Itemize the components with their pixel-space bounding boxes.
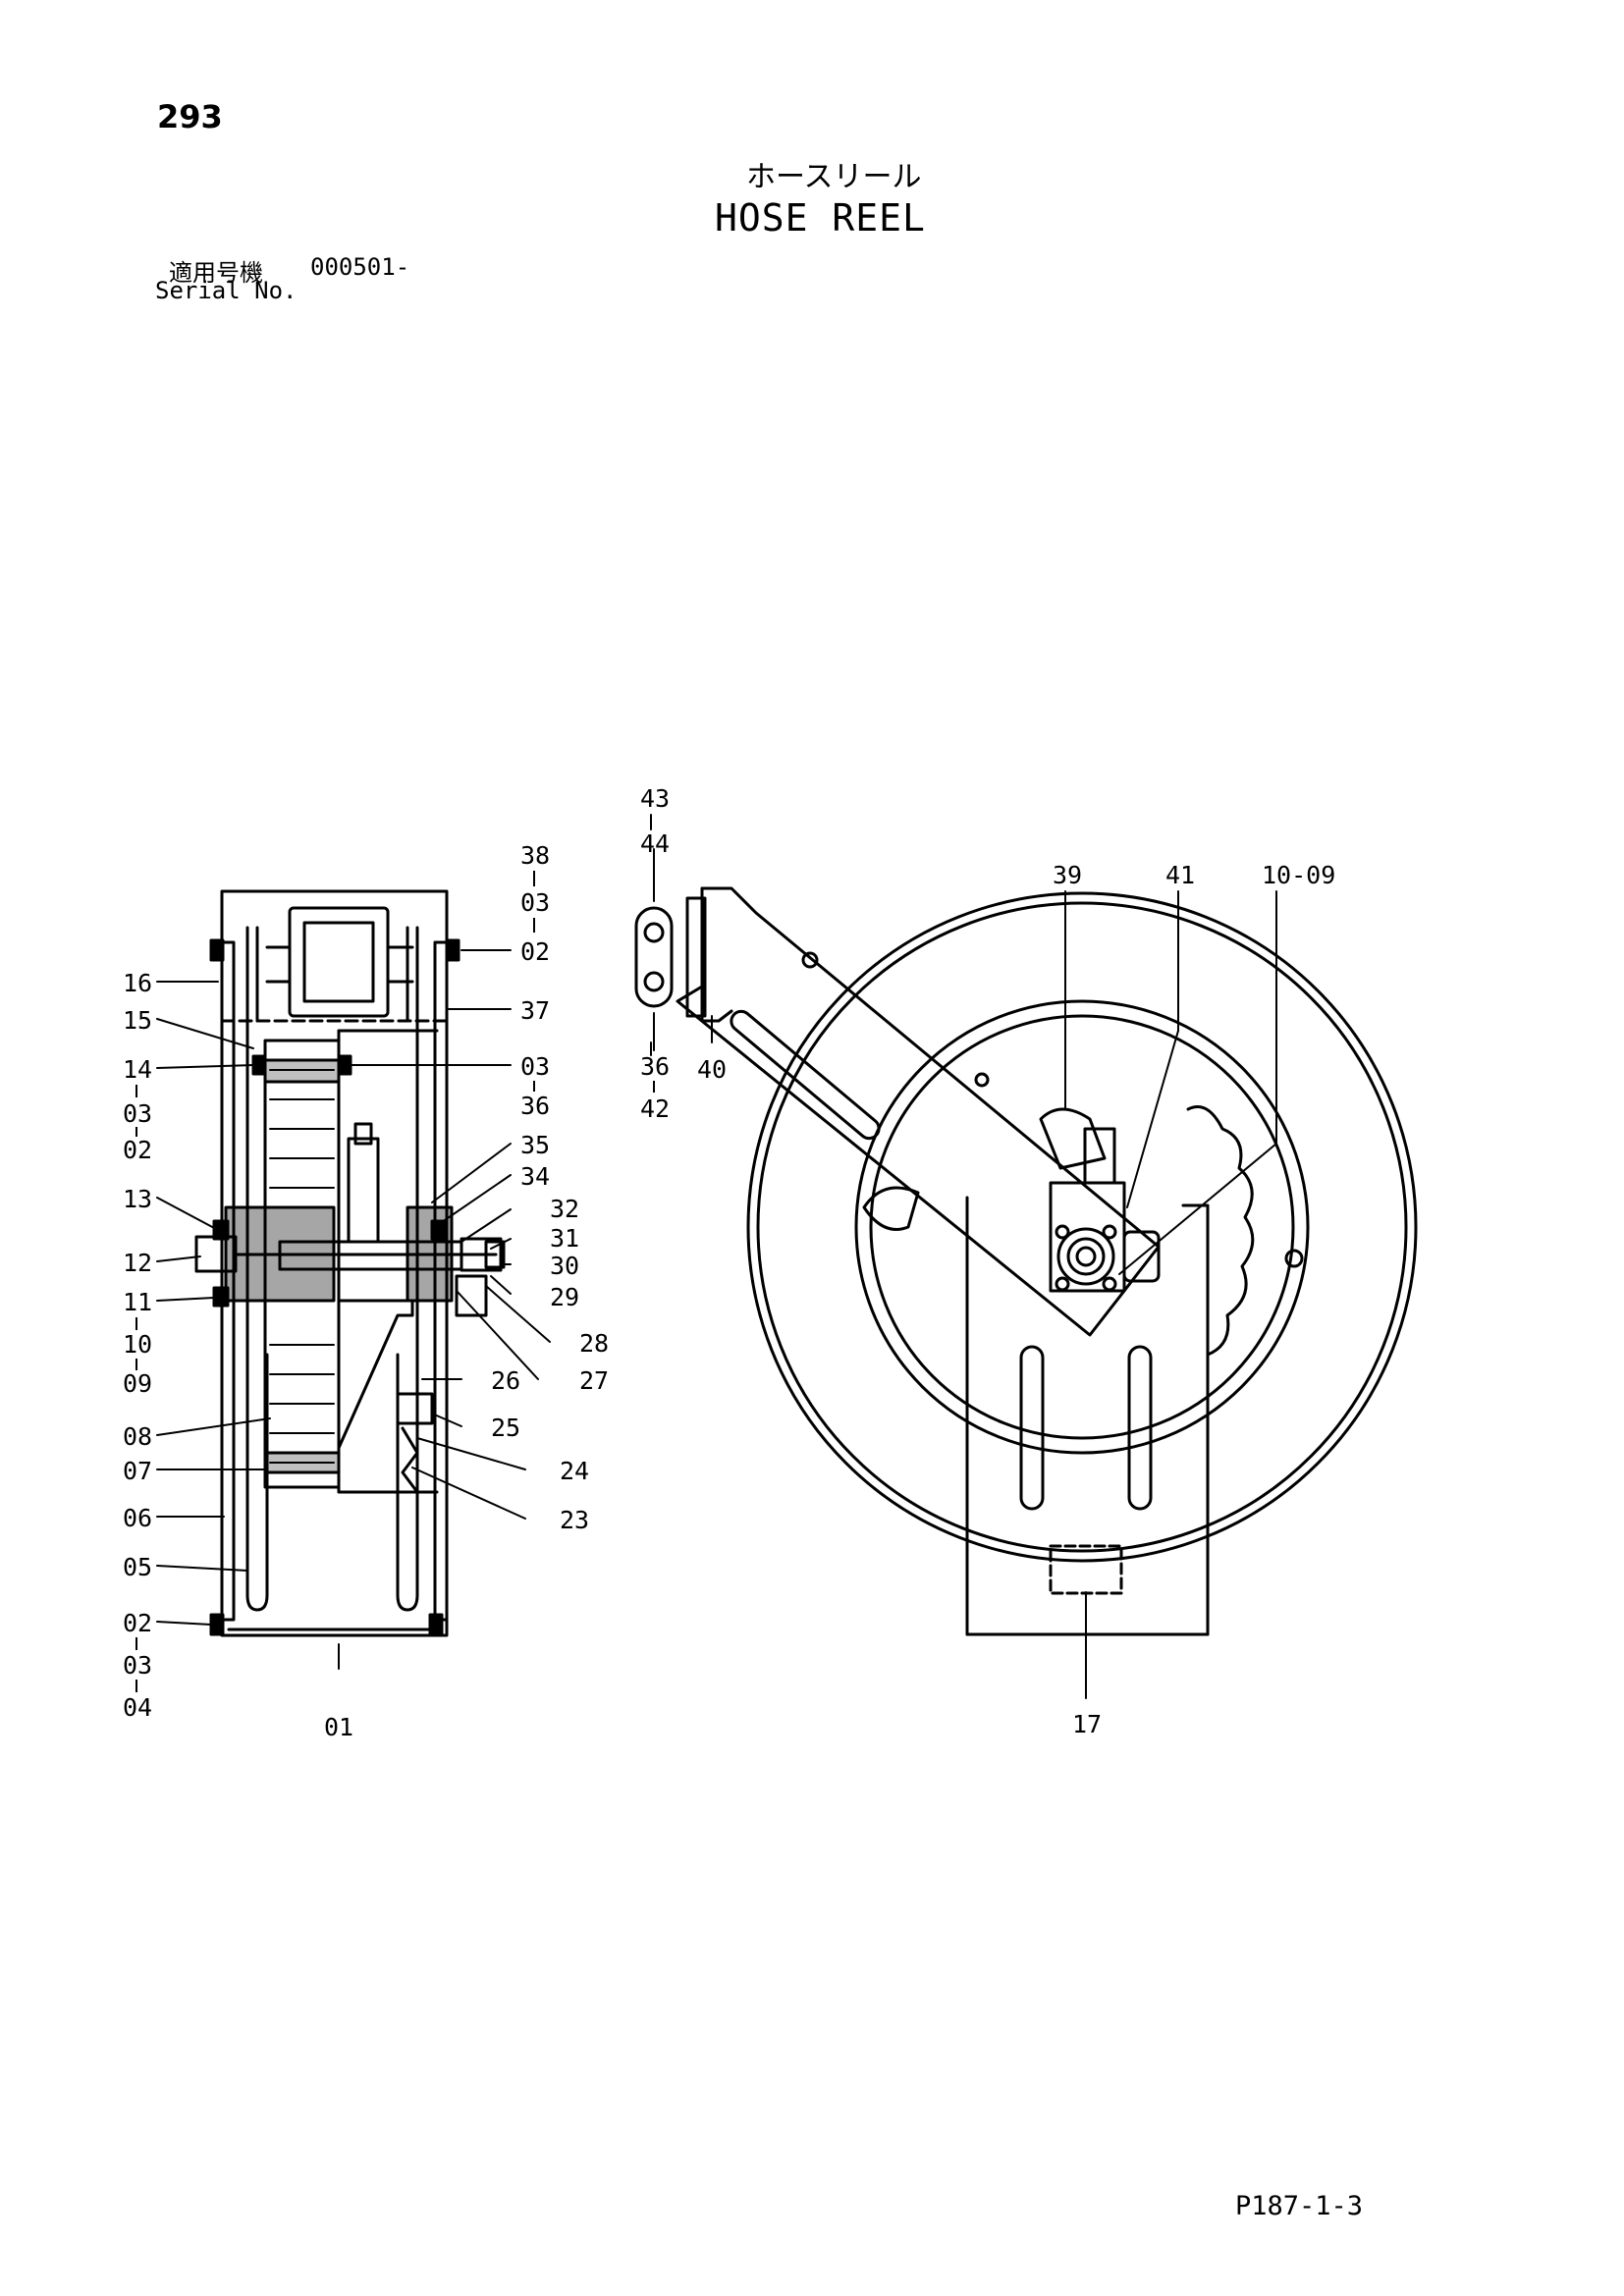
label-09: 09 bbox=[123, 1369, 152, 1398]
label-04: 04 bbox=[123, 1693, 152, 1722]
label-02-c: 02 bbox=[520, 937, 550, 966]
label-10-09: 10-09 bbox=[1262, 861, 1335, 889]
label-03-c: 03 bbox=[520, 888, 550, 917]
serial-label-english: Serial No. bbox=[155, 277, 298, 304]
label-41: 41 bbox=[1165, 861, 1195, 889]
label-05: 05 bbox=[123, 1553, 152, 1581]
label-08: 08 bbox=[123, 1422, 152, 1451]
label-39: 39 bbox=[1053, 861, 1082, 889]
front-leader-lines bbox=[711, 890, 1277, 1699]
label-03-a: 03 bbox=[123, 1099, 152, 1128]
section-view bbox=[194, 889, 506, 1637]
drawing-code: P187-1-3 bbox=[1235, 2191, 1364, 2221]
label-40: 40 bbox=[697, 1055, 727, 1084]
page-number: 293 bbox=[157, 98, 223, 135]
clamp-plate bbox=[634, 814, 674, 1056]
label-36-a: 36 bbox=[520, 1092, 550, 1120]
label-42: 42 bbox=[640, 1095, 670, 1123]
title-japanese: ホースリール bbox=[746, 160, 922, 194]
stack-ticks bbox=[135, 871, 655, 1692]
label-11: 11 bbox=[123, 1288, 152, 1316]
label-16: 16 bbox=[123, 969, 152, 997]
label-17: 17 bbox=[1072, 1710, 1102, 1738]
label-02-a: 02 bbox=[123, 1136, 152, 1164]
label-28: 28 bbox=[579, 1329, 609, 1358]
title-english: HOSE REEL bbox=[715, 196, 926, 240]
label-24: 24 bbox=[560, 1457, 589, 1485]
label-31: 31 bbox=[550, 1224, 579, 1253]
label-03-d: 03 bbox=[520, 1052, 550, 1081]
label-06: 06 bbox=[123, 1504, 152, 1532]
label-44: 44 bbox=[640, 829, 670, 858]
label-25: 25 bbox=[491, 1414, 520, 1442]
label-43: 43 bbox=[640, 784, 670, 813]
label-36-b: 36 bbox=[640, 1052, 670, 1081]
label-15: 15 bbox=[123, 1006, 152, 1035]
label-34: 34 bbox=[520, 1162, 550, 1191]
serial-label-japanese: 適用号機 bbox=[169, 259, 263, 287]
label-35: 35 bbox=[520, 1131, 550, 1159]
label-32: 32 bbox=[550, 1195, 579, 1223]
label-03-b: 03 bbox=[123, 1651, 152, 1680]
label-23: 23 bbox=[560, 1506, 589, 1534]
front-view bbox=[676, 886, 1418, 1636]
label-07: 07 bbox=[123, 1457, 152, 1485]
label-37: 37 bbox=[520, 996, 550, 1025]
label-26: 26 bbox=[491, 1366, 520, 1395]
label-12: 12 bbox=[123, 1249, 152, 1277]
label-29: 29 bbox=[550, 1283, 579, 1311]
serial-value: 000501- bbox=[310, 253, 410, 281]
label-38: 38 bbox=[520, 841, 550, 870]
label-02-b: 02 bbox=[123, 1609, 152, 1637]
label-30: 30 bbox=[550, 1252, 579, 1280]
part-labels: 16 15 14 03 02 13 12 11 10 09 08 07 06 0… bbox=[123, 784, 1335, 1741]
label-27: 27 bbox=[579, 1366, 609, 1395]
section-leader-lines bbox=[156, 949, 551, 1670]
label-10: 10 bbox=[123, 1330, 152, 1359]
label-14: 14 bbox=[123, 1055, 152, 1084]
label-13: 13 bbox=[123, 1185, 152, 1213]
label-01: 01 bbox=[324, 1713, 353, 1741]
